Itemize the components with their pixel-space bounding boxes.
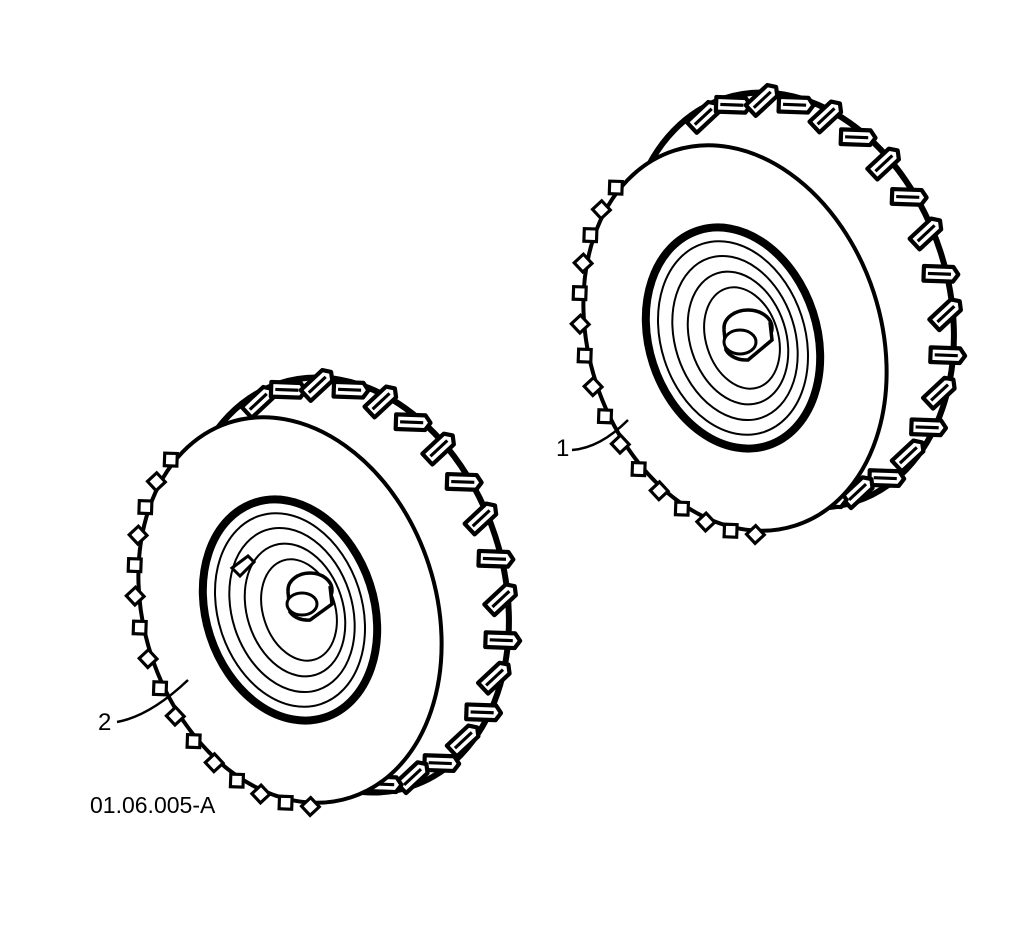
tread-lug [466,704,501,720]
sidewall-lug [131,619,148,636]
sidewall-lug [571,285,588,302]
tread-lug [396,414,431,430]
sidewall-lug [673,500,690,517]
sidewall-lug [576,347,593,364]
sidewall-lug [126,557,143,574]
tread-lug [923,266,958,282]
callout-2-leader [116,679,189,724]
sidewall-lug [151,680,169,697]
callout-1-leader [571,419,629,452]
tread-lug [424,755,459,771]
tread-lug [911,419,946,435]
tread-lug [892,189,927,205]
tread-lug [334,382,369,398]
wheel-1-hub [722,308,774,362]
tread-lug [779,97,814,113]
tread-lug [841,129,876,145]
wheel-2 [124,335,561,817]
tread-lug [930,347,965,363]
callout-label-1: 1 [556,435,570,462]
sidewall-lug [722,522,739,539]
sidewall-lug [228,772,245,789]
wheel-1 [569,50,1006,545]
tread-lug [447,474,482,490]
tread-lug [485,632,520,648]
figure-code: 01.06.005-A [90,792,216,818]
wheel-2-valve-stem [229,554,257,579]
wheel-2-hub [285,571,334,622]
sidewall-lug [137,499,154,516]
tread-lug [478,551,513,567]
callout-label-2: 2 [98,709,112,736]
sidewall-lug [185,733,202,750]
sidewall-lug [596,408,614,425]
sidewall-lug [630,461,647,478]
sidewall-lug [162,451,179,468]
sidewall-lug [607,179,624,196]
sidewall-lug [277,794,294,811]
sidewall-lug [582,227,599,244]
tread-lug [869,470,904,486]
